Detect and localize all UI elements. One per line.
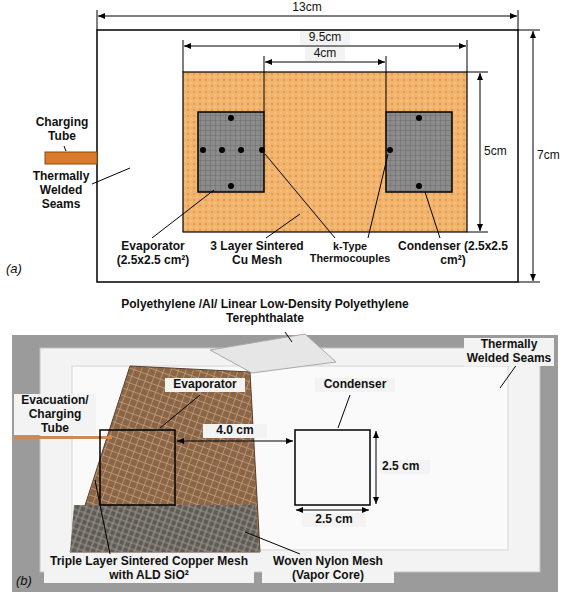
part-label: Evaporator (2.5x2.5 cm²) xyxy=(100,240,206,268)
part-label: Condenser xyxy=(315,378,395,392)
part-label: k-Type Thermocouples xyxy=(309,240,391,265)
dimension-label: 9.5cm xyxy=(300,31,350,45)
pouch xyxy=(40,348,540,572)
dimension-lines xyxy=(97,10,540,282)
charging-tube xyxy=(45,152,97,164)
dimension-label: 4cm xyxy=(305,47,345,61)
pouch-outline xyxy=(97,30,518,282)
dimension-label: 5cm xyxy=(484,145,516,159)
panel-label: (a) xyxy=(6,262,32,277)
nylon-mesh xyxy=(70,505,260,552)
part-label: Condenser (2.5x2.5 cm²) xyxy=(394,240,512,268)
panel-label: (b) xyxy=(16,574,40,589)
charging-tube xyxy=(14,436,112,439)
dimension-label: 2.5 cm xyxy=(380,460,430,474)
photo-b xyxy=(12,332,558,592)
copper-mesh xyxy=(70,366,260,552)
schematic-a xyxy=(45,10,540,282)
part-label: Thermally Welded Seams xyxy=(464,338,554,366)
dimension-label: 2.5 cm xyxy=(302,513,366,527)
condenser-square xyxy=(295,430,370,505)
condenser-square xyxy=(386,112,452,192)
thermocouple-dots xyxy=(200,115,422,189)
dimension-label: 4.0 cm xyxy=(203,424,267,438)
leader-lines xyxy=(64,146,440,238)
leader-lines xyxy=(60,332,520,554)
dimension-lines xyxy=(177,431,376,510)
part-label: Woven Nylon Mesh (Vapor Core) xyxy=(262,555,394,583)
evaporator-square xyxy=(100,430,175,505)
part-label: Evaporator xyxy=(165,378,245,392)
photo-background xyxy=(12,335,558,592)
part-label: Triple Layer Sintered Copper Mesh with A… xyxy=(44,555,254,583)
sintered-mesh xyxy=(183,72,467,232)
part-label: Evacuation/ Charging Tube xyxy=(14,394,96,435)
evaporator-square xyxy=(198,112,264,192)
part-label: 3 Layer Sintered Cu Mesh xyxy=(208,240,306,268)
part-label: Charging Tube xyxy=(26,116,98,144)
dimension-label: 13cm xyxy=(282,1,332,15)
part-label: Thermally Welded Seams xyxy=(26,170,96,211)
part-label: Polyethylene /Al/ Linear Low-Density Pol… xyxy=(100,298,430,326)
dimension-label: 7cm xyxy=(537,149,570,163)
peeled-laminate xyxy=(210,334,336,373)
